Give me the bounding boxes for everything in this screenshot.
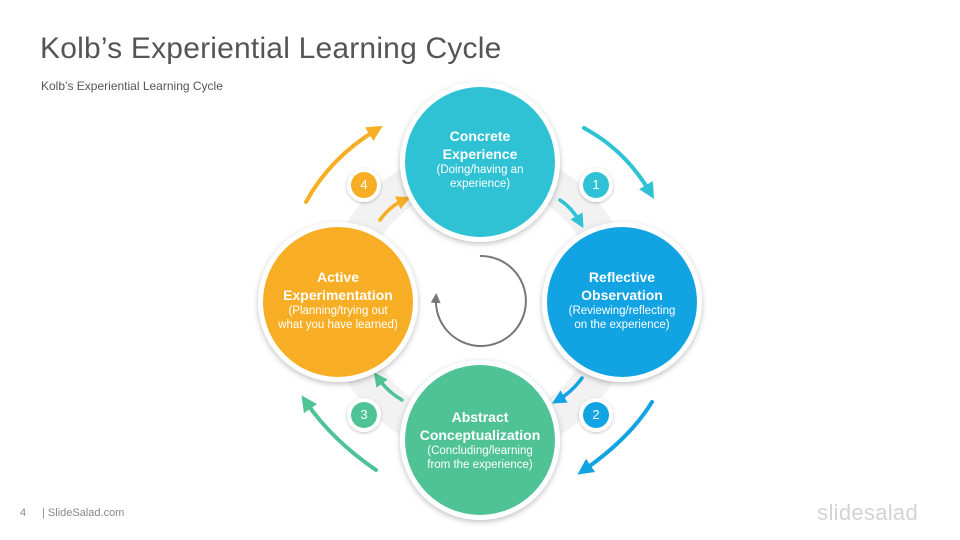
stage-title-line1: Reflective (588, 269, 656, 285)
stage-circle-active-experimentation (258, 222, 418, 382)
stage-desc-line2: what you have learned) (278, 319, 398, 331)
stage-desc-line1: (Reviewing/reflecting (568, 305, 676, 317)
brand-logo: slidesalad (817, 500, 918, 525)
stage-title-line1: Concrete (449, 128, 511, 144)
stage-label-active-experimentation: Active Experimentation (Planning/trying … (268, 268, 408, 332)
stage-circle-reflective-observation (542, 222, 702, 382)
center-cycle-arrow (430, 254, 527, 347)
stage-circle-concrete-experience (400, 82, 560, 242)
badge-number-4: 4 (360, 177, 368, 192)
outer-arrow-3 (301, 395, 378, 472)
stage-circle-abstract-conceptualization (400, 360, 560, 520)
slide-title: Kolb’s Experiential Learning Cycle (40, 32, 502, 65)
number-badge-4 (347, 168, 381, 202)
badge-number-3: 3 (360, 407, 368, 422)
stage-title-line2: Experience (442, 146, 518, 162)
stage-label-concrete-experience: Concrete Experience (Doing/having an exp… (410, 127, 550, 191)
outer-arrow-4 (304, 125, 383, 204)
inner-arrow-1 (558, 198, 584, 229)
stage-label-abstract-conceptualization: Abstract Conceptualization (Concluding/l… (410, 408, 550, 472)
stage-title-line2: Conceptualization (419, 427, 541, 443)
stage-title-line1: Abstract (451, 409, 509, 425)
background-ring-inner (362, 184, 598, 420)
stage-desc-line1: (Doing/having an (436, 164, 524, 176)
stage-desc-line2: experience) (449, 178, 511, 190)
inner-arrow-4 (378, 196, 411, 222)
outer-arrow-1 (582, 126, 655, 199)
stage-desc-line2: on the experience) (574, 319, 670, 331)
stage-title-line1: Active (316, 269, 360, 285)
stage-title-line2: Experimentation (283, 287, 393, 303)
number-badge-3 (347, 398, 381, 432)
badge-number-2: 2 (592, 407, 600, 422)
badge-number-1: 1 (592, 177, 600, 192)
outer-arrow-2 (577, 400, 654, 475)
inner-arrow-2 (551, 376, 584, 404)
number-badge-1 (579, 168, 613, 202)
stage-label-reflective-observation: Reflective Observation (Reviewing/reflec… (552, 268, 692, 332)
number-badge-2 (579, 398, 613, 432)
stage-desc-line1: (Planning/trying out (288, 305, 388, 317)
stage-desc-line1: (Concluding/learning (427, 445, 533, 457)
stage-desc-line2: from the experience) (427, 459, 533, 471)
inner-arrow-3 (373, 372, 404, 402)
site-credit: | SlideSalad.com (42, 507, 125, 519)
page-number: 4 (20, 507, 27, 519)
stage-title-line2: Observation (581, 287, 663, 303)
slide-subtitle: Kolb’s Experiential Learning Cycle (41, 79, 223, 93)
